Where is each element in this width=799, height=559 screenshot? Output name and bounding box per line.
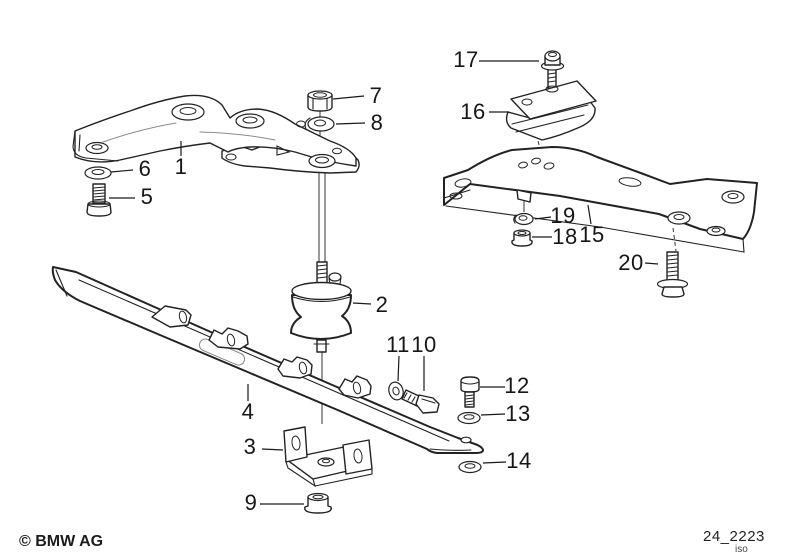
nut-part17-drawing [540,50,565,71]
callout-7[interactable]: 7 [369,83,383,108]
callout-10[interactable]: 10 [411,332,437,357]
callout-9[interactable]: 9 [244,490,258,515]
callout-8[interactable]: 8 [370,110,384,135]
washer-part8-drawing [304,116,335,132]
washer-part13-drawing [457,411,481,425]
copyright-text: © BMW AG [19,533,104,550]
nut-part9-drawing [304,492,332,514]
callout-2[interactable]: 2 [375,292,389,317]
iso-label: iso [735,544,748,555]
nut-part18-drawing [511,229,533,247]
callout-5[interactable]: 5 [140,184,154,209]
gearbox-crossmember-part15-drawing [443,146,758,253]
washer-part11-drawing [388,381,404,401]
gearbox-mount-part16-drawing [505,61,597,141]
callout-12[interactable]: 12 [504,373,530,398]
callout-11[interactable]: 11 [386,332,410,357]
beam-tab [208,327,249,350]
nut-part7-drawing [307,90,333,112]
callout-20[interactable]: 20 [618,250,644,275]
crossbeam-part4-drawing [51,266,484,454]
callout-18[interactable]: 18 [552,224,578,249]
beam-tab [338,375,372,399]
callout-19[interactable]: 19 [550,203,576,228]
leader-lines [109,60,659,505]
bolt-part20-drawing [656,251,689,298]
beam-tab [151,305,192,328]
callout-13[interactable]: 13 [505,401,531,426]
bolt-part10-drawing [401,389,440,414]
support-bracket-part3-drawing [283,426,373,488]
bolt-part5-drawing [86,183,112,217]
callout-14[interactable]: 14 [506,448,532,473]
drawing-number: 24_2223 [703,528,765,545]
callout-15[interactable]: 15 [579,222,605,247]
callout-1[interactable]: 1 [174,154,188,179]
callout-3[interactable]: 3 [243,434,257,459]
washer-part14-drawing [458,460,482,474]
bolt-part12-drawing [460,376,480,408]
callout-17[interactable]: 17 [453,47,479,72]
callout-16[interactable]: 16 [460,99,486,124]
engine-support-bracket-part1-drawing [72,94,360,174]
washer-part19-drawing [513,212,534,226]
beam-tab [277,356,313,379]
callout-6[interactable]: 6 [138,156,152,181]
rubber-mount-part2-drawing [290,261,352,353]
washer-part6-drawing [84,166,112,180]
callout-4[interactable]: 4 [241,399,255,424]
